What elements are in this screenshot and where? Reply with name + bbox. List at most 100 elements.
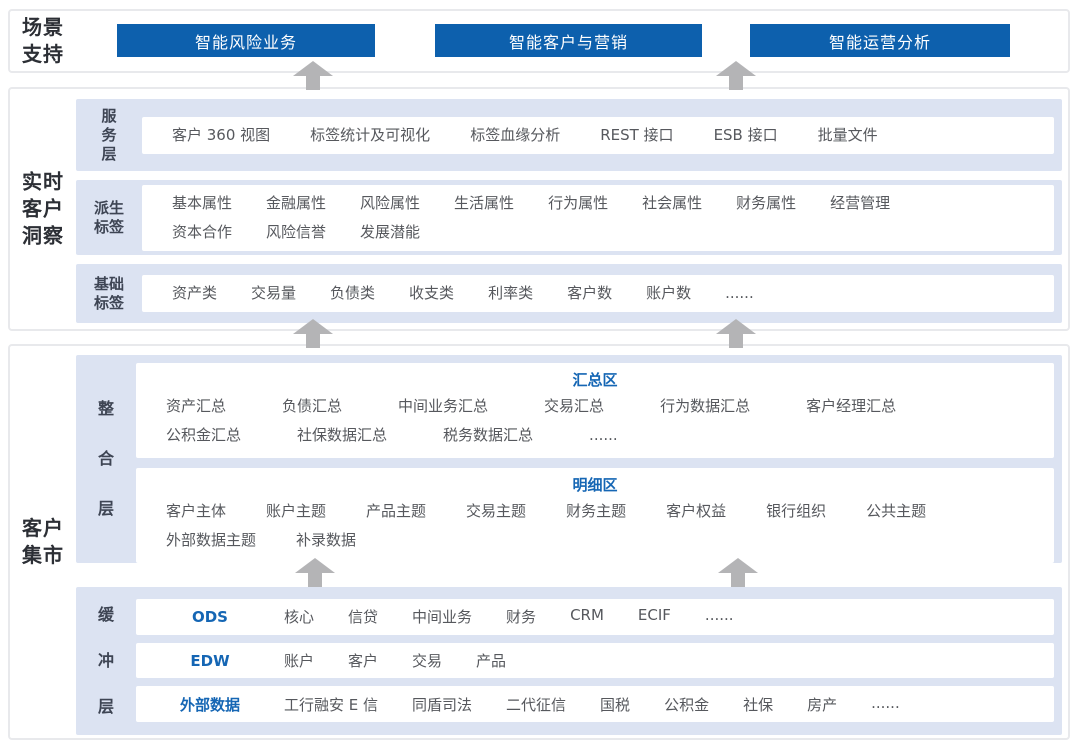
realtime-insight-label: 实时 客户 洞察 — [22, 169, 64, 248]
item-label: 产品 — [476, 652, 507, 670]
item-label: ...... — [725, 284, 754, 302]
derived-tags-label: 派生 标签 — [93, 198, 124, 236]
detail-zone-line-1: 客户主体账户主题产品主题交易主题财务主题客户权益银行组织公共主题 — [136, 497, 1054, 526]
integration-layer-label: 整 合 层 — [97, 399, 114, 518]
item-label: 资产汇总 — [166, 397, 227, 415]
item-label: 客户主体 — [166, 502, 227, 520]
item-label: 账户主题 — [266, 502, 327, 520]
derived-tags-box: 基本属性金融属性风险属性生活属性行为属性社会属性财务属性经营管理 资本合作风险信… — [142, 184, 1054, 251]
integration-zones: 汇总区 资产汇总 负债汇总 中间业务汇总 交易汇总 行为数据汇总 客户经理汇总 公积金汇总… — [136, 363, 1054, 563]
scenario-button-risk: 智能风险业务 — [117, 24, 375, 57]
item-label: 交易 — [412, 652, 443, 670]
item-label: REST 接口 — [600, 125, 674, 144]
item-label: 客户 — [348, 652, 379, 670]
base-tags-box: 资产类 交易量 负债类 收支类 利率类 客户数 账户数...... — [142, 275, 1054, 312]
item-label: 批量文件 — [817, 125, 878, 144]
item-label: 客户数 — [567, 284, 613, 302]
up-arrow-icon — [293, 319, 333, 348]
item-label: 行为属性 — [548, 193, 609, 212]
item-label: 中间业务汇总 — [398, 397, 489, 415]
service-layer-row: 服 务 层 客户 360 视图 标签统计及可视化 标签血缘分析 REST 接口 ESB … — [76, 99, 1062, 171]
item-label: 负债汇总 — [282, 397, 343, 415]
item-label: ECIF — [637, 606, 671, 625]
item-label: 账户 — [284, 652, 315, 670]
detail-zone-title: 明细区 — [572, 476, 618, 494]
external-data-row: 外部数据 工行融安 E 信同盾司法二代征信国税公积金社保房产...... — [136, 686, 1054, 723]
item-label: 发展潜能 — [360, 222, 421, 241]
insight-rows: 服 务 层 客户 360 视图 标签统计及可视化 标签血缘分析 REST 接口 ESB … — [76, 89, 1062, 329]
item-label: 账户数 — [646, 284, 692, 302]
item-label: 交易量 — [251, 284, 297, 302]
item-label: 基本属性 — [172, 193, 233, 212]
item-label: 客户 360 视图 — [172, 125, 271, 144]
item-label: 工行融安 E 信 — [284, 695, 379, 714]
summary-zone-title: 汇总区 — [572, 371, 618, 389]
item-label: 风险信誉 — [266, 222, 327, 241]
realtime-insight-section: 实时 客户 洞察 服 务 层 客户 360 视图 标签统计及可视化 标签血缘分析 RE… — [8, 87, 1070, 331]
summary-zone-line-2: 公积金汇总 社保数据汇总 税务数据汇总...... — [136, 421, 1054, 450]
item-label: 房产 — [807, 695, 838, 714]
item-label: 资产类 — [172, 284, 218, 302]
item-label: 交易汇总 — [544, 397, 605, 415]
item-label: 银行组织 — [766, 502, 827, 520]
item-label: 经营管理 — [830, 193, 891, 212]
item-label: 补录数据 — [296, 531, 357, 549]
item-label: 利率类 — [488, 284, 534, 302]
item-label: 标签统计及可视化 — [310, 125, 431, 144]
item-label: 风险属性 — [360, 193, 421, 212]
item-label: 收支类 — [409, 284, 455, 302]
edw-items: 账户 客户 交易 产品 — [284, 650, 506, 671]
item-label: 社保 — [743, 695, 774, 714]
derived-tags-line-1: 基本属性金融属性风险属性生活属性行为属性社会属性财务属性经营管理 — [142, 189, 1054, 218]
up-arrow-icon — [293, 61, 333, 90]
scenario-support-section: 场景 支持 智能风险业务 智能客户与营销 智能运营分析 — [8, 9, 1070, 73]
item-label: 核心 — [284, 608, 315, 627]
item-label: ...... — [589, 426, 618, 444]
item-label: 交易主题 — [466, 502, 527, 520]
service-items-line: 客户 360 视图 标签统计及可视化 标签血缘分析 REST 接口 ESB 接口 批量文件 — [142, 121, 1054, 150]
item-label: 财务属性 — [736, 193, 797, 212]
item-label: 公积金 — [664, 695, 710, 714]
derived-tags-row: 派生 标签 基本属性金融属性风险属性生活属性行为属性社会属性财务属性经营管理 资… — [76, 180, 1062, 255]
summary-zone: 汇总区 资产汇总 负债汇总 中间业务汇总 交易汇总 行为数据汇总 客户经理汇总 公积金汇总… — [136, 363, 1054, 458]
item-label: 二代征信 — [506, 695, 567, 714]
item-label: 负债类 — [330, 284, 376, 302]
edw-row: EDW 账户 客户 交易 产品 — [136, 642, 1054, 679]
up-arrow-icon — [718, 558, 758, 587]
base-tags-line: 资产类 交易量 负债类 收支类 利率类 客户数 账户数...... — [142, 279, 1054, 308]
external-data-title: 外部数据 — [179, 695, 240, 714]
up-arrow-icon — [716, 319, 756, 348]
edw-title: EDW — [190, 651, 230, 670]
item-label: 税务数据汇总 — [443, 426, 534, 444]
service-layer-box: 客户 360 视图 标签统计及可视化 标签血缘分析 REST 接口 ESB 接口 批量文件 — [142, 116, 1054, 154]
item-label: 公积金汇总 — [166, 426, 242, 444]
item-label: 社保数据汇总 — [297, 426, 388, 444]
item-label: 标签血缘分析 — [470, 125, 561, 144]
scenario-support-label: 场景 支持 — [22, 15, 64, 66]
scenario-button-operation-analysis: 智能运营分析 — [750, 24, 1010, 57]
external-data-items: 工行融安 E 信同盾司法二代征信国税公积金社保房产...... — [284, 694, 900, 715]
item-label: 客户经理汇总 — [806, 397, 897, 415]
up-arrow-icon — [716, 61, 756, 90]
item-label: 财务 — [506, 608, 537, 627]
item-label: ...... — [871, 693, 900, 712]
derived-tags-line-2: 资本合作风险信誉发展潜能 — [142, 218, 1054, 247]
item-label: 生活属性 — [454, 193, 515, 212]
item-label: CRM — [570, 606, 604, 625]
base-tags-row: 基础 标签 资产类 交易量 负债类 收支类 利率类 客户数 账户数...... — [76, 264, 1062, 323]
item-label: 行为数据汇总 — [660, 397, 751, 415]
service-layer-label: 服 务 层 — [101, 106, 117, 163]
detail-zone: 明细区 客户主体账户主题产品主题交易主题财务主题客户权益银行组织公共主题 外部数… — [136, 468, 1054, 563]
item-label: 外部数据主题 — [166, 531, 257, 549]
base-tags-label: 基础 标签 — [93, 274, 124, 312]
item-label: ESB 接口 — [713, 125, 778, 144]
item-label: 国税 — [600, 695, 631, 714]
item-label: ...... — [704, 606, 734, 625]
detail-zone-line-2: 外部数据主题 补录数据 — [136, 526, 1054, 555]
ods-title: ODS — [191, 607, 228, 626]
item-label: 产品主题 — [366, 502, 427, 520]
